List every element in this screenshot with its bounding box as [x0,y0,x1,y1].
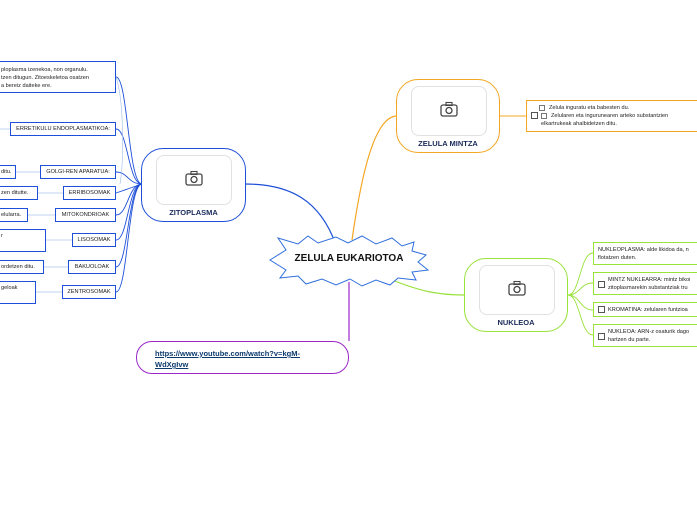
mintz-nuklearra-line1: MINTZ NUKLEARRA: mintz bikoi [608,277,691,283]
youtube-link[interactable]: https://www.youtube.com/watch?v=kgM- WdX… [155,348,300,370]
kromatina-line1: KROMATINA: zelularen funtzioa [608,307,688,313]
node-mitokondrioak[interactable]: MITOKONDRIOAK [55,208,116,222]
bullet-icon [539,104,545,111]
node-mitokondrioak-label: MITOKONDRIOAK [61,212,110,218]
node-erribosomak[interactable]: ERRIBOSOMAK [63,186,116,200]
node-golgi-label: GOLGI-REN APARATUA: [46,169,110,175]
nukleoplasma-line1: NUKLEOPLASMA: alde likidoa da, n [598,247,689,253]
fragment-mitokondrioak-desc[interactable]: elularra. [0,208,28,222]
youtube-link-line2[interactable]: WdXgIvw [155,360,189,369]
checkbox-icon[interactable] [531,112,538,120]
mintza-desc-line1: Zelula inguratu eta babesten du. [549,105,630,111]
fragment-mitokondrioak-text: elularra. [1,212,22,218]
node-lisosomak[interactable]: LISOSOMAK [72,233,116,247]
topic-zitoplasma-title: ZITOPLASMA [169,208,218,217]
fragment-zentrosomak-text: geloak [1,285,18,291]
nukleoa-arn-line1: NUKLEOA: ARN-z osaturik dago [608,329,690,335]
zitoplasma-sub-branches [0,76,123,293]
topic-nukleoa[interactable]: NUKLEOA [464,258,568,332]
node-zentrosomak[interactable]: ZENTROSOMAK [62,285,116,299]
mintza-desc-line2: Zelularen eta ingurunearen arteko substa… [551,113,669,119]
camera-icon [440,101,458,117]
fragment-bakuoloak-text: ordetzen ditu. [1,264,35,270]
node-nukleoa-arn[interactable]: NUKLEOA: ARN-z osaturik dago hartzen du … [593,324,697,347]
youtube-link-node[interactable]: https://www.youtube.com/watch?v=kgM- WdX… [136,341,349,374]
node-golgi[interactable]: GOLGI-REN APARATUA: [40,165,116,179]
node-erribosomak-label: ERRIBOSOMAK [68,190,111,196]
topic-nukleoa-title: NUKLEOA [497,318,535,327]
central-starburst [269,235,430,287]
checkbox-icon[interactable] [598,333,605,341]
node-erretikulu-label: ERRETIKULU ENDOPLASMATIKOA: [16,126,110,132]
fragment-golgi-text: ditu. [1,169,12,175]
zitoplasma-desc-line3: a bereiz daiteke ere. [1,83,52,89]
topic-zitoplasma-image [156,155,232,205]
node-kromatina[interactable]: KROMATINA: zelularen funtzioa [593,302,697,317]
zitoplasma-branches [115,76,143,293]
nukleoplasma-line2: flotatzen duten. [598,255,637,261]
topic-mintza-image [411,86,487,136]
fragment-lisosomak-desc[interactable]: r [0,229,46,252]
node-nukleoplasma[interactable]: NUKLEOPLASMA: alde likidoa da, n flotatz… [593,242,697,265]
topic-zitoplasma[interactable]: ZITOPLASMA [141,148,246,222]
camera-icon [185,170,203,186]
fragment-golgi-desc[interactable]: ditu. [0,165,16,179]
nukleoa-arn-line2: hartzen du parte. [608,337,651,343]
node-mintz-nuklearra[interactable]: MINTZ NUKLEARRA: mintz bikoi zitoplasmar… [593,272,697,295]
topic-zelula-mintza[interactable]: ZELULA MINTZA [396,79,500,153]
connector-nukleoa [384,276,465,296]
topic-mintza-title: ZELULA MINTZA [418,139,478,148]
fragment-erribosomak-desc[interactable]: zen ditutte. [0,186,38,200]
topic-nukleoa-image [479,265,555,315]
checkbox-icon[interactable] [598,281,605,289]
mintza-desc-line3: elkartrukeak ahalbidetzen ditu. [541,121,617,127]
nukleoa-branches [567,252,594,336]
checkbox-icon[interactable] [598,306,605,314]
node-bakuoloak-label: BAKUOLOAK [74,264,110,270]
connector-zitoplasma [244,183,337,246]
node-erretikulu[interactable]: ERRETIKULU ENDOPLASMATIKOA: [10,122,116,136]
fragment-bakuoloak-desc[interactable]: ordetzen ditu. [0,260,44,274]
mintza-description[interactable]: Zelula inguratu eta babesten du. Zelular… [526,100,697,132]
fragment-zentrosomak-desc[interactable]: geloak [0,281,36,304]
zitoplasma-desc-line1: ploplasma izenekoa, non organulu. [1,67,88,73]
zitoplasma-description[interactable]: ploplasma izenekoa, non organulu. tzen d… [0,61,116,93]
connector-mintza [351,115,397,241]
zitoplasma-desc-line2: tzen ditugun. Zitoeskeletoa osatzen [1,75,90,81]
central-topic-title[interactable]: ZELULA EUKARIOTOA [294,253,404,264]
node-bakuoloak[interactable]: BAKUOLOAK [68,260,116,274]
youtube-link-line1[interactable]: https://www.youtube.com/watch?v=kgM- [155,349,300,358]
fragment-lisosomak-text: r [1,233,3,239]
node-lisosomak-label: LISOSOMAK [77,237,111,243]
fragment-erribosomak-text: zen ditutte. [1,190,29,196]
bullet-icon [541,112,547,119]
camera-icon [508,280,526,296]
node-zentrosomak-label: ZENTROSOMAK [67,289,111,295]
mintz-nuklearra-line2: zitoplasmarekin substantziak tru [608,285,688,291]
